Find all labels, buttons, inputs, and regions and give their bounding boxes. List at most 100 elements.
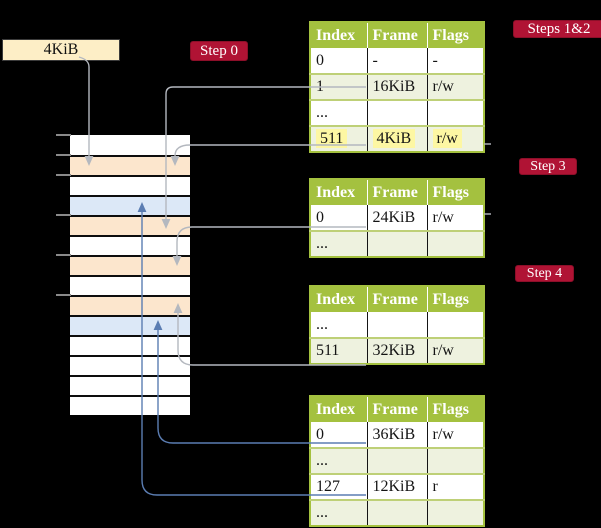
table-row: ... — [310, 499, 484, 526]
column-header-frame: Frame — [367, 396, 428, 422]
table-row: 1 16KiB r/w — [310, 73, 484, 100]
memory-frame-row-3 — [70, 195, 190, 215]
cell: ... — [310, 447, 368, 474]
memory-frame-row-0 — [70, 135, 190, 155]
cell-text: r/w — [432, 342, 454, 359]
cell: ... — [310, 499, 368, 526]
column-header-index: Index — [310, 286, 368, 312]
step-3-badge: Step 3 — [519, 158, 577, 175]
cell — [367, 312, 428, 338]
cell: r/w — [427, 422, 484, 448]
column-header-index: Index — [310, 179, 368, 205]
memory-frame-row-1 — [70, 155, 190, 175]
frame-size-label-box: 4KiB — [2, 39, 120, 61]
cell: - — [367, 48, 428, 74]
memory-tick-4 — [56, 254, 71, 256]
cell: r/w — [427, 125, 484, 152]
cell: 0 — [310, 48, 368, 74]
cell: ... — [310, 312, 368, 338]
memory-tick-2 — [56, 174, 71, 176]
cell-text: ... — [316, 104, 328, 121]
cell — [367, 499, 428, 526]
cell-text: ... — [316, 235, 328, 252]
cell-text: ... — [316, 315, 328, 333]
highlighted-cell-text: 4KiB — [372, 129, 416, 148]
frame-size-label: 4KiB — [43, 41, 79, 58]
cell: 12KiB — [367, 473, 428, 500]
memory-tick-0 — [56, 134, 71, 136]
cell: 16KiB — [367, 73, 428, 100]
cell: r/w — [427, 73, 484, 100]
cell-text: - — [372, 51, 378, 69]
step-4-badge: Step 4 — [515, 265, 574, 282]
cell-text: 16KiB — [372, 78, 416, 95]
steps-1-2-label: Steps 1&2 — [527, 21, 591, 37]
cell-text: r — [432, 478, 438, 495]
step-0-label: Step 0 — [200, 43, 238, 59]
memory-frame-row-13 — [70, 395, 190, 415]
table-row: ... — [310, 447, 484, 474]
cell-text: 12KiB — [372, 478, 416, 495]
memory-tick-1 — [56, 154, 71, 156]
cell — [427, 447, 484, 474]
cell: 511 — [310, 337, 368, 364]
table-row: ... — [310, 312, 484, 338]
cell-text: 511 — [316, 342, 340, 359]
cell-text: 32KiB — [372, 342, 416, 359]
cell: ... — [310, 99, 368, 126]
memory-frame-row-5 — [70, 235, 190, 255]
memory-frame-row-8 — [70, 295, 190, 315]
memory-frame-row-6 — [70, 255, 190, 275]
cell — [427, 499, 484, 526]
cell: 1 — [310, 73, 368, 100]
cell-text: 0 — [316, 208, 324, 226]
column-header-frame: Frame — [367, 22, 428, 48]
column-header-flags: Flags — [427, 396, 484, 422]
step-4-label: Step 4 — [526, 266, 563, 281]
cell: 0 — [310, 205, 368, 231]
cell-text: 0 — [316, 51, 324, 69]
cell-text: 1 — [316, 78, 324, 95]
memory-frame-row-10 — [70, 335, 190, 355]
cell: 511 — [310, 125, 368, 152]
column-header-frame: Frame — [367, 286, 428, 312]
memory-frame-row-11 — [70, 355, 190, 375]
cell-text: - — [432, 51, 438, 69]
cell — [367, 230, 428, 257]
cell: 36KiB — [367, 422, 428, 448]
highlighted-cell-text: r/w — [432, 129, 462, 148]
cell — [367, 99, 428, 126]
memory-frame-row-2 — [70, 175, 190, 195]
cell: 4KiB — [367, 125, 428, 152]
cell: 0 — [310, 422, 368, 448]
cell-text: r/w — [432, 208, 454, 226]
cell-text: 24KiB — [372, 208, 416, 226]
column-header-index: Index — [310, 22, 368, 48]
memory-tick-5 — [56, 294, 71, 296]
cell: 127 — [310, 473, 368, 500]
table-row: 511 32KiB r/w — [310, 337, 484, 364]
cell: r — [427, 473, 484, 500]
cell — [427, 312, 484, 338]
table-row: 0 24KiB r/w — [310, 205, 484, 231]
cell-text: r/w — [432, 78, 454, 95]
memory-tick-3 — [56, 214, 71, 216]
cell — [367, 447, 428, 474]
cell-text: ... — [316, 504, 328, 521]
cell-text: ... — [316, 452, 328, 469]
memory-frame-row-12 — [70, 375, 190, 395]
memory-frame-row-9 — [70, 315, 190, 335]
step-0-badge: Step 0 — [190, 41, 248, 61]
table-row: ... — [310, 99, 484, 126]
column-header-frame: Frame — [367, 179, 428, 205]
cell: r/w — [427, 337, 484, 364]
steps-1-2-badge: Steps 1&2 — [513, 20, 601, 38]
column-header-flags: Flags — [427, 22, 484, 48]
